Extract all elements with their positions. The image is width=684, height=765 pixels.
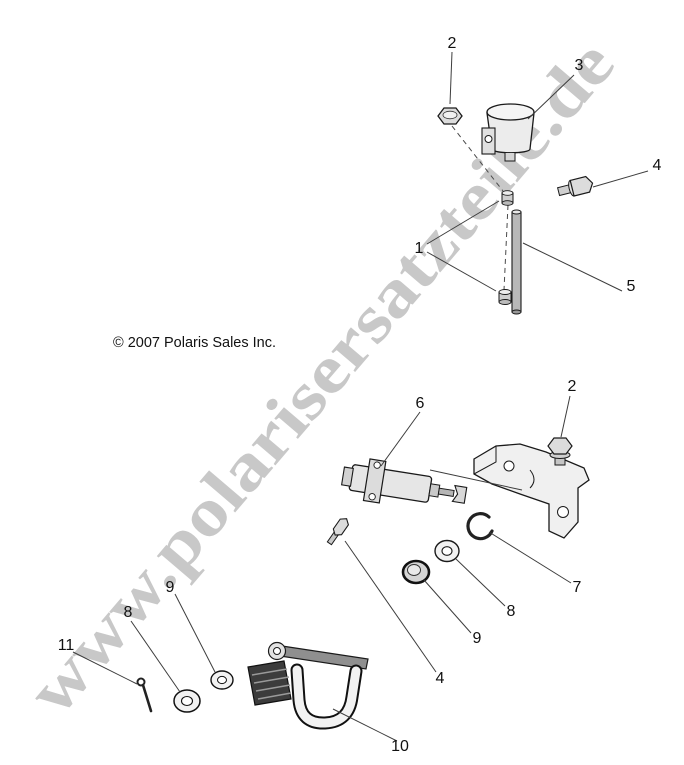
brake-fluid-reservoir: [481, 103, 535, 162]
upper-bushing: [501, 190, 514, 206]
callout-8-left: 8: [124, 604, 133, 621]
leader-lines: [72, 51, 649, 742]
callout-1: 1: [415, 240, 424, 257]
callout-labels: 2 3 4 1 5 2 6 7 8 9 4 9 8 11 10: [58, 35, 662, 755]
master-cylinder: [340, 458, 468, 504]
callout-9-left: 9: [166, 579, 175, 596]
washer-left-small: [210, 670, 234, 690]
callout-4-top: 4: [653, 157, 662, 174]
callout-2-middle: 2: [568, 378, 577, 395]
callout-2-top: 2: [448, 35, 457, 52]
callout-8-right: 8: [507, 603, 516, 620]
washer-left-big: [173, 689, 201, 713]
copyright-notice: © 2007 Polaris Sales Inc.: [113, 335, 276, 351]
watermark-text: www.polarisersatzteile.de: [12, 25, 628, 728]
alignment-dashed-lines: [451, 125, 509, 291]
push-rod-pin: [511, 209, 522, 315]
callout-5: 5: [627, 278, 636, 295]
callout-3: 3: [575, 57, 584, 74]
snap-ring: [466, 512, 494, 541]
callout-6: 6: [416, 395, 425, 412]
small-bolt: [326, 518, 350, 546]
callout-7: 7: [573, 579, 582, 596]
hex-bolt-top-right: [556, 175, 594, 197]
dust-cap: [401, 559, 431, 585]
cotter-pin: [136, 677, 153, 713]
brake-pedal: [247, 641, 369, 730]
callout-11: 11: [58, 637, 75, 654]
hex-nut-top: [437, 107, 463, 125]
hex-bolt-middle: [547, 437, 573, 466]
callout-4-bottom: 4: [436, 670, 445, 687]
callout-9-right: 9: [473, 630, 482, 647]
mounting-bracket: [473, 443, 590, 539]
washer-right: [434, 539, 460, 563]
lower-bushing: [498, 289, 512, 305]
callout-10: 10: [391, 738, 409, 755]
